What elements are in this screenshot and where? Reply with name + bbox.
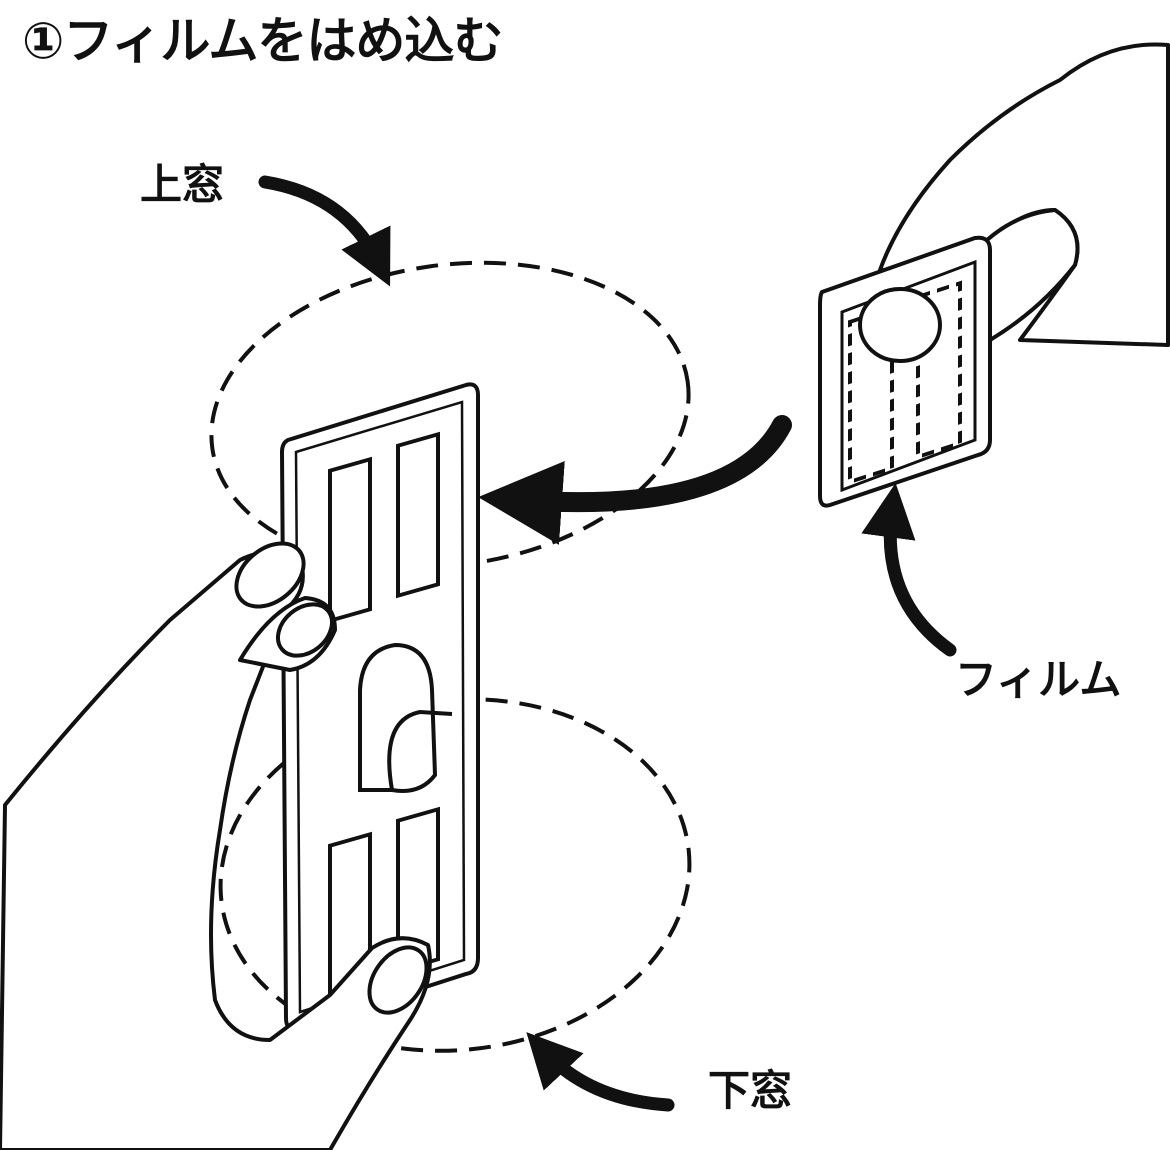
film-window-right	[916, 280, 962, 460]
step-title: ①フィルムをはめ込む	[22, 12, 503, 70]
finger-tip-upper	[276, 602, 334, 658]
arrow-insert-film	[478, 415, 792, 545]
hook-plate	[279, 382, 480, 1031]
film-thumb	[858, 287, 942, 363]
film-sheet	[818, 235, 992, 508]
hook	[358, 642, 438, 793]
arrow-upper-window	[258, 175, 391, 287]
upper-window-slot-left	[328, 456, 372, 624]
left-hand	[0, 541, 432, 1150]
arrow-film	[861, 482, 957, 657]
thumb-tip-lower	[367, 945, 429, 1015]
label-film: フィルム	[955, 655, 1122, 704]
upper-window-slot-right	[396, 431, 440, 599]
label-lower-window: 下窓	[708, 1066, 793, 1115]
label-upper-window: 上窓	[140, 160, 225, 209]
thumb-tip-upper	[234, 541, 306, 609]
arrow-lower-window	[526, 1032, 675, 1112]
